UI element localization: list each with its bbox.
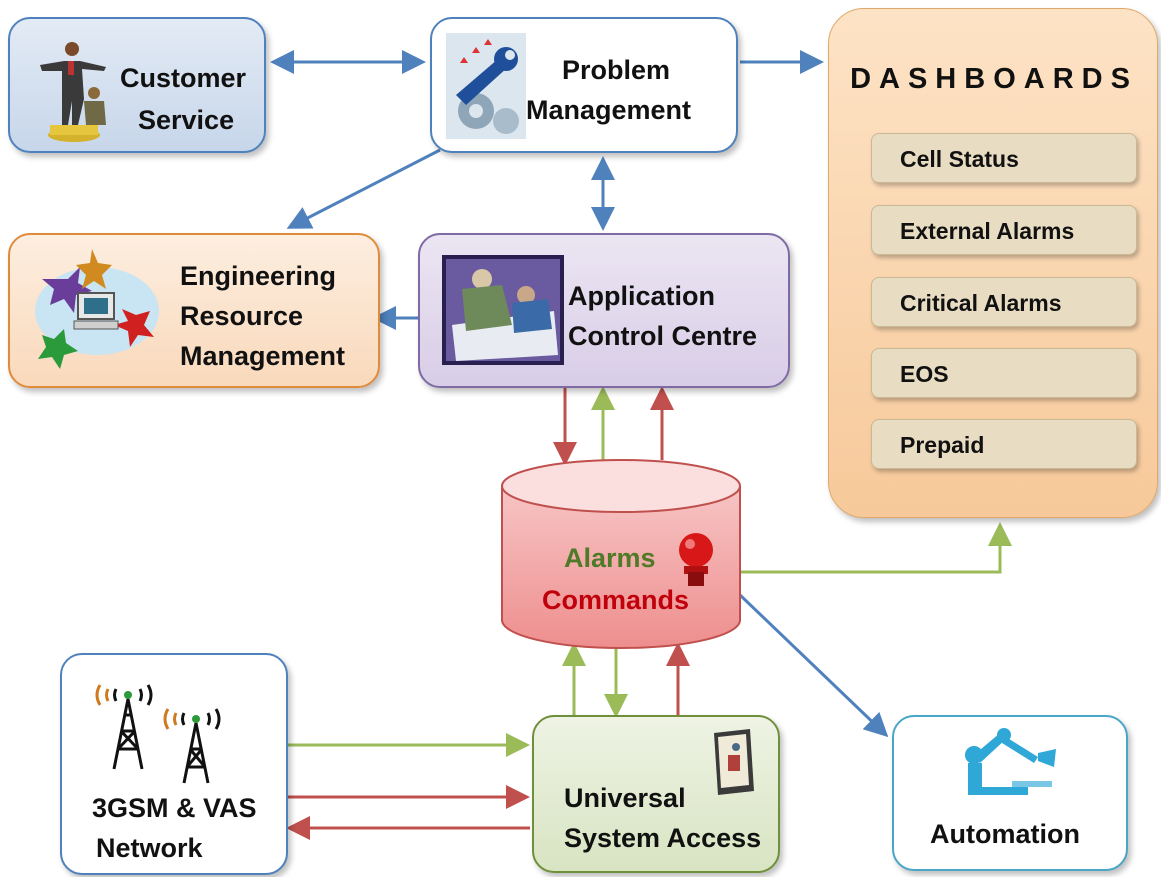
engineering-label-2: Resource bbox=[180, 301, 304, 331]
businessman-icon bbox=[40, 42, 106, 142]
network-label-2: Network bbox=[96, 833, 203, 863]
customer-service-label-1: Customer bbox=[120, 63, 247, 93]
usa-label-1: Universal bbox=[564, 783, 686, 813]
network-globe-icon bbox=[35, 249, 159, 369]
automation-node[interactable]: Automation bbox=[892, 715, 1128, 871]
dashboard-item-eos[interactable]: EOS bbox=[871, 348, 1137, 398]
engineering-label-3: Management bbox=[180, 341, 346, 371]
engineering-label-1: Engineering bbox=[180, 261, 337, 291]
alarms-commands-database[interactable] bbox=[500, 458, 742, 650]
wrench-gears-icon bbox=[446, 33, 526, 139]
radio-tower-icon bbox=[95, 684, 221, 784]
automation-label: Automation bbox=[930, 819, 1080, 849]
network-label-1: 3GSM & VAS bbox=[92, 793, 257, 823]
universal-system-access-node[interactable]: Universal System Access bbox=[532, 715, 780, 873]
alarms-label: Alarms bbox=[564, 543, 656, 573]
dashboard-item-cell-status[interactable]: Cell Status bbox=[871, 133, 1137, 183]
arrow-problem-engineering bbox=[286, 148, 441, 229]
customer-service-node[interactable]: Customer Service bbox=[8, 17, 266, 153]
usa-label-2: System Access bbox=[564, 823, 762, 853]
door-keypad-icon bbox=[714, 729, 754, 795]
application-control-centre-node[interactable]: Application Control Centre bbox=[418, 233, 790, 388]
dashboard-item-critical-alarms[interactable]: Critical Alarms bbox=[871, 277, 1137, 327]
commands-label: Commands bbox=[542, 585, 690, 615]
dashboards-panel: DASHBOARDS Cell Status External Alarms C… bbox=[828, 8, 1158, 518]
problem-management-label-2: Management bbox=[526, 95, 692, 125]
dashboards-title: DASHBOARDS bbox=[850, 63, 1138, 95]
problem-management-label-1: Problem bbox=[562, 55, 671, 85]
customer-service-label-2: Service bbox=[138, 105, 235, 135]
robot-arm-icon bbox=[965, 728, 1056, 795]
arrow-alarms-automation bbox=[738, 593, 889, 738]
acc-label-1: Application bbox=[568, 281, 715, 311]
engineering-resource-management-node[interactable]: Engineering Resource Management bbox=[8, 233, 380, 388]
acc-label-2: Control Centre bbox=[568, 321, 757, 351]
network-node[interactable]: 3GSM & VAS Network bbox=[60, 653, 288, 875]
arrow-alarms-dashboards-green bbox=[740, 522, 1012, 574]
dashboard-item-prepaid[interactable]: Prepaid bbox=[871, 419, 1137, 469]
dashboard-item-external-alarms[interactable]: External Alarms bbox=[871, 205, 1137, 255]
engineers-blueprint-icon bbox=[442, 255, 564, 365]
problem-management-node[interactable]: Problem Management bbox=[430, 17, 738, 153]
alarm-bell-icon bbox=[679, 533, 713, 586]
